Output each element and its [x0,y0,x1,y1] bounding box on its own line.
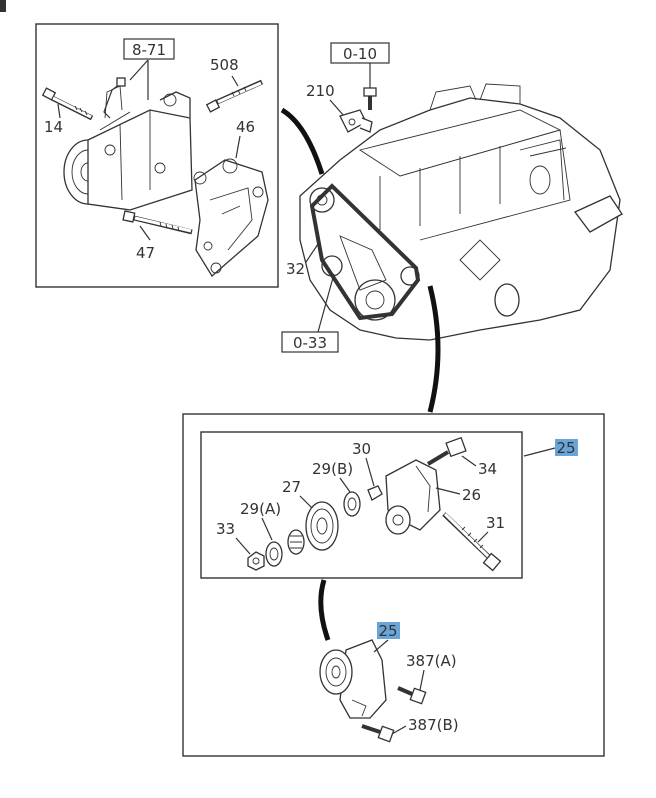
tensioner-assembled-illustration [319,639,427,743]
part-32-label: 32 [286,260,305,278]
bolt-0-10-illustration [363,87,377,110]
part-25-bottom-badge: 25 [377,622,400,640]
tensioner-exploded-box [200,431,523,579]
bolt-47-illustration [122,210,193,235]
part-34-label: 34 [478,460,497,478]
ref-0-33-box: 0-33 [281,331,339,353]
ref-0-10-box: 0-10 [330,42,390,64]
connector-arrow-compressor [280,107,325,175]
connector-arrow-assembly [318,579,331,641]
part-27-label: 27 [282,478,301,496]
part-25-bottom-label: 25 [378,622,397,640]
part-387a-label: 387(A) [406,652,457,670]
corner-mark [0,0,6,12]
ref-0-10-label: 0-10 [343,45,377,63]
part-46-label: 46 [236,118,255,136]
bolt-508-illustration [205,79,264,113]
ref-8-71-box: 8-71 [123,38,175,60]
ref-0-33-label: 0-33 [293,334,327,352]
part-25-top-badge: 25 [555,439,578,457]
part-31-label: 31 [486,514,505,532]
part-33-label: 33 [216,520,235,538]
part-47-label: 47 [136,244,155,262]
part-210-label: 210 [306,82,335,100]
clip-210-illustration [339,109,373,133]
part-387b-label: 387(B) [408,716,459,734]
tensioner-exploded-illustration [247,436,502,572]
part-25-top-label: 25 [556,439,575,457]
compressor-box [35,23,279,288]
part-14-label: 14 [44,118,63,136]
part-30-label: 30 [352,440,371,458]
engine-illustration [299,83,623,341]
wire-illustration [103,83,121,119]
compressor-illustration [63,85,193,211]
part-29b-label: 29(B) [312,460,353,478]
ref-8-71-label: 8-71 [132,41,166,59]
tensioner-assembly-box [182,413,605,757]
part-508-label: 508 [210,56,239,74]
part-26-label: 26 [462,486,481,504]
part-29a-label: 29(A) [240,500,281,518]
bolt-14-illustration [41,87,94,121]
bracket-46-illustration [193,158,269,277]
connector-arrow-tensioner [427,285,441,413]
